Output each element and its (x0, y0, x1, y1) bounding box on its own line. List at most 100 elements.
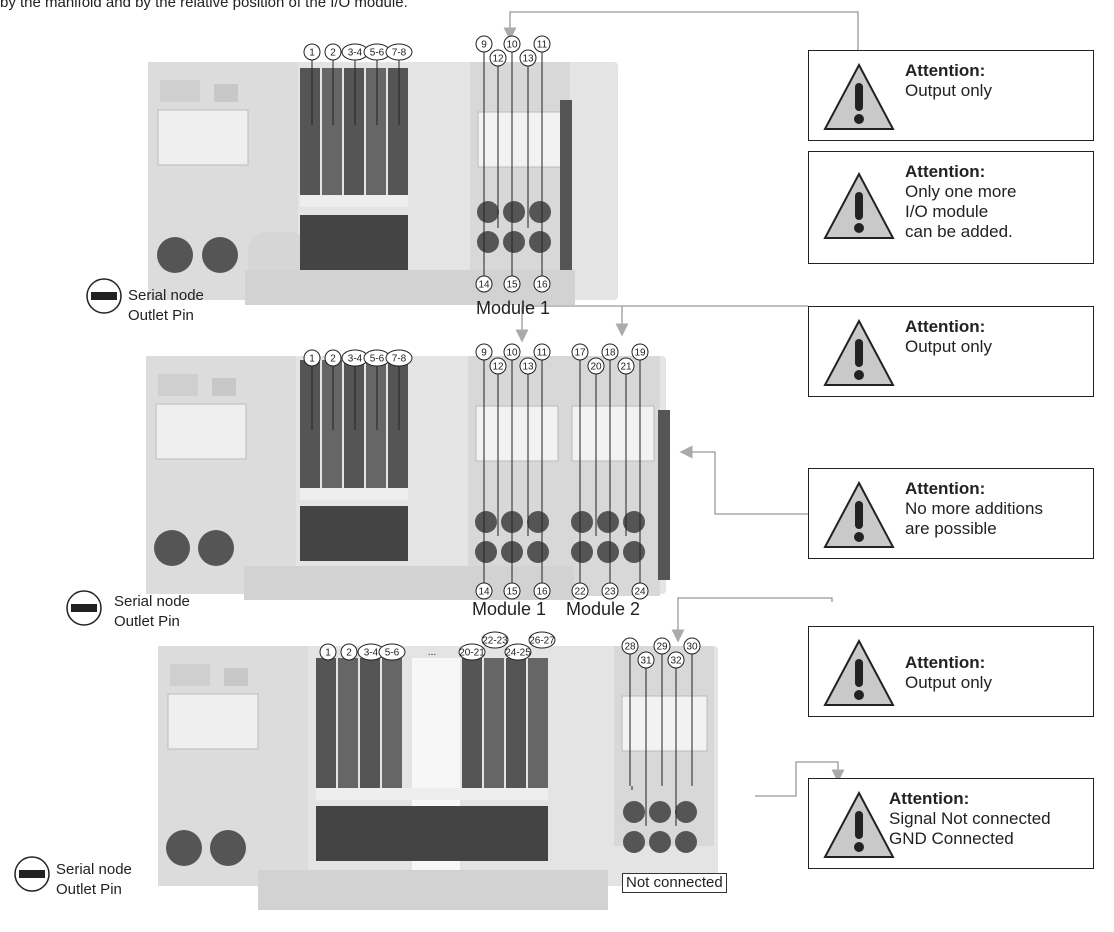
number-marker-label: 12 (492, 362, 504, 373)
number-marker-label: 1 (325, 648, 331, 659)
number-marker: 13 (520, 50, 536, 66)
number-marker: 28 (622, 638, 638, 654)
number-marker: 26-27 (529, 632, 555, 648)
number-marker: 1 (304, 44, 320, 60)
attention-title: Attention: (905, 317, 992, 337)
attention-title: Attention: (905, 61, 992, 81)
attention-line: are possible (905, 519, 1043, 539)
number-marker: 21 (618, 358, 634, 374)
number-marker-label: 3-4 (364, 648, 379, 659)
number-marker-label: 13 (522, 362, 534, 373)
attention-line: I/O module (905, 202, 1017, 222)
number-marker-label: 24 (634, 587, 646, 598)
number-marker-label: 15 (506, 587, 518, 598)
module-1-label: Module 1 (476, 298, 550, 319)
number-marker-label: 30 (686, 642, 698, 653)
attention-box-2: Attention: Only one more I/O module can … (808, 151, 1094, 264)
serial-node-line1: Serial node (56, 860, 132, 880)
number-marker-label: 14 (478, 280, 490, 291)
warning-icon (823, 481, 895, 549)
serial-node-line1: Serial node (128, 286, 204, 306)
number-marker: 12 (490, 358, 506, 374)
number-marker: 2 (325, 350, 341, 366)
number-marker: 22-23 (482, 632, 508, 648)
number-marker: 15 (504, 276, 520, 292)
attention-title: Attention: (905, 653, 992, 673)
number-marker-label: 13 (522, 54, 534, 65)
attention-line: GND Connected (889, 829, 1051, 849)
number-marker-label: 5-6 (370, 354, 385, 365)
number-marker-label: 19 (634, 348, 646, 359)
warning-icon (823, 63, 895, 131)
number-marker: 14 (476, 583, 492, 599)
manifold-assembly-3 (158, 646, 718, 910)
attention-box-1: Attention: Output only (808, 50, 1094, 141)
number-marker: 2 (341, 644, 357, 660)
attention-line: Output only (905, 337, 992, 357)
number-marker: 9 (476, 36, 492, 52)
attention-line: Signal Not connected (889, 809, 1051, 829)
number-marker: 7-8 (386, 350, 412, 366)
number-marker: 12 (490, 50, 506, 66)
number-marker: 11 (534, 36, 550, 52)
attention-line: can be added. (905, 222, 1017, 242)
number-marker-label: 2 (330, 48, 336, 59)
number-marker: 1 (320, 644, 336, 660)
number-marker-label: 14 (478, 587, 490, 598)
number-marker-label: 21 (620, 362, 632, 373)
serial-node-label-1: Serial node Outlet Pin (128, 286, 204, 326)
number-marker: 2 (325, 44, 341, 60)
warning-icon (823, 319, 895, 387)
module-1-label-row2: Module 1 (472, 599, 546, 620)
attention-title: Attention: (889, 789, 1051, 809)
number-marker-label: 2 (330, 354, 336, 365)
number-marker-label: 16 (536, 587, 548, 598)
number-marker-label: 22 (574, 587, 586, 598)
number-marker-label: 24-25 (505, 648, 531, 659)
serial-node-line2: Outlet Pin (114, 612, 190, 632)
number-marker-label: 20-21 (459, 648, 485, 659)
attention-box-5: Attention: Output only (808, 626, 1094, 717)
number-marker: 9 (476, 344, 492, 360)
number-marker-label: 32 (670, 656, 682, 667)
warning-icon (823, 172, 895, 240)
number-marker-label: 28 (624, 642, 636, 653)
number-marker: 1 (304, 350, 320, 366)
number-marker-label: 7-8 (392, 354, 407, 365)
number-marker: 32 (668, 652, 684, 668)
serial-node-label-2: Serial node Outlet Pin (114, 592, 190, 632)
attention-box-6: Attention: Signal Not connected GND Conn… (808, 778, 1094, 869)
number-marker-label: 5-6 (370, 48, 385, 59)
number-marker: 13 (520, 358, 536, 374)
attention-line: Output only (905, 81, 992, 101)
number-marker: 30 (684, 638, 700, 654)
number-marker-label: 1 (309, 354, 315, 365)
attention-line: No more additions (905, 499, 1043, 519)
number-marker-label: 1 (309, 48, 315, 59)
number-marker-label: 3-4 (348, 48, 363, 59)
warning-icon (823, 791, 895, 859)
number-marker-label: 2 (346, 648, 352, 659)
number-marker: 5-6 (379, 644, 405, 660)
attention-title: Attention: (905, 479, 1043, 499)
number-marker: 10 (504, 344, 520, 360)
attention-line: Output only (905, 673, 992, 693)
number-marker-label: 20 (590, 362, 602, 373)
number-marker-label: 7-8 (392, 48, 407, 59)
warning-icon (823, 639, 895, 707)
number-marker: 24-25 (505, 644, 531, 660)
serial-node-icon-1 (87, 279, 121, 313)
attention-box-3: Attention: Output only (808, 306, 1094, 397)
ellipsis-marker: ... (428, 647, 436, 658)
number-marker-label: 18 (604, 348, 616, 359)
attention-box-4: Attention: No more additions are possibl… (808, 468, 1094, 559)
number-marker-label: 3-4 (348, 354, 363, 365)
number-marker: 11 (534, 344, 550, 360)
manifold-assembly-2 (146, 356, 670, 600)
number-marker: 23 (602, 583, 618, 599)
number-marker-label: 23 (604, 587, 616, 598)
attention-title: Attention: (905, 162, 1017, 182)
number-marker-label: 22-23 (482, 636, 508, 647)
number-marker: 17 (572, 344, 588, 360)
serial-node-line1: Serial node (114, 592, 190, 612)
